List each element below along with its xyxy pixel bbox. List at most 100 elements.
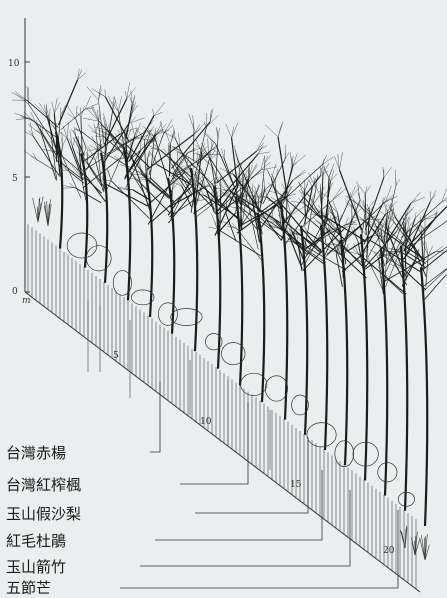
twig: [298, 236, 309, 249]
grass-blade: [37, 196, 44, 223]
twig: [423, 212, 438, 220]
twig: [140, 135, 142, 151]
twig: [322, 163, 330, 174]
twig: [117, 188, 133, 190]
twig: [170, 133, 176, 139]
twig: [402, 259, 405, 270]
twig: [149, 150, 158, 165]
twig: [349, 186, 356, 200]
twig: [129, 172, 138, 180]
twig: [353, 242, 359, 254]
branch: [197, 181, 243, 223]
branch: [233, 174, 260, 209]
twig: [396, 220, 402, 232]
twig: [191, 178, 199, 183]
tree-trunk: [212, 186, 222, 369]
twig: [129, 96, 133, 105]
twig: [160, 120, 164, 135]
twig: [265, 207, 274, 219]
twig: [14, 91, 28, 101]
twig: [405, 205, 411, 217]
twig: [256, 142, 265, 152]
twig: [277, 121, 284, 138]
twig: [266, 169, 272, 179]
twig: [219, 167, 234, 175]
branch: [217, 228, 263, 257]
twig: [25, 131, 34, 137]
twig: [404, 216, 410, 228]
branch: [248, 195, 282, 241]
branch: [68, 170, 85, 184]
twig: [405, 206, 414, 217]
twig: [326, 243, 341, 246]
label-acer: 台灣紅榨楓: [6, 476, 82, 494]
branch: [403, 201, 431, 260]
branch: [400, 201, 443, 238]
branch: [215, 143, 237, 192]
branch: [181, 186, 193, 208]
branch: [404, 221, 447, 251]
twig: [429, 190, 437, 202]
grass-blade: [37, 198, 40, 223]
twig: [58, 131, 68, 139]
twig: [320, 186, 322, 201]
twig: [130, 147, 134, 155]
leader-line: [155, 470, 323, 541]
twig: [404, 210, 406, 228]
twig: [21, 117, 30, 119]
twig: [291, 155, 294, 167]
twig: [72, 136, 76, 148]
twig: [320, 162, 324, 176]
twig: [348, 251, 359, 254]
branch: [285, 193, 288, 222]
branch: [196, 161, 218, 199]
twig: [267, 199, 282, 205]
twig: [192, 170, 200, 176]
branch: [98, 120, 104, 180]
twig: [196, 150, 199, 163]
branch: [154, 136, 172, 193]
twig: [91, 88, 106, 98]
twig: [32, 152, 38, 160]
twig: [441, 197, 447, 202]
twig: [187, 147, 196, 154]
twig: [112, 141, 128, 146]
twig: [76, 167, 82, 177]
twig: [352, 231, 359, 242]
branch: [59, 146, 63, 168]
grass-blade: [46, 200, 49, 227]
branch: [136, 179, 170, 213]
twig: [86, 151, 88, 163]
twig: [144, 136, 158, 149]
branch: [270, 178, 286, 223]
twig: [78, 136, 80, 149]
twig: [217, 127, 220, 138]
branch: [146, 172, 185, 207]
branch: [156, 164, 192, 186]
branch: [111, 180, 150, 219]
twig: [75, 105, 78, 120]
twig: [417, 220, 426, 232]
branch: [132, 189, 152, 202]
twig: [138, 177, 151, 179]
twig: [121, 144, 127, 152]
twig: [369, 249, 387, 258]
twig: [286, 198, 292, 215]
twig: [59, 147, 62, 155]
slope-baseline: [24, 291, 421, 593]
twig: [135, 137, 152, 141]
twig: [103, 113, 109, 131]
twig: [163, 119, 173, 135]
twig: [155, 122, 163, 135]
branch: [75, 136, 85, 156]
twig: [264, 155, 268, 163]
label-miscanthus: 五節芒: [6, 579, 52, 597]
twig: [248, 163, 258, 178]
branch: [36, 159, 58, 173]
twig: [81, 158, 85, 174]
twig: [328, 168, 333, 178]
tree-trunk: [166, 177, 176, 334]
twig: [255, 185, 260, 198]
grass-blade: [32, 197, 39, 223]
branch: [364, 254, 384, 270]
